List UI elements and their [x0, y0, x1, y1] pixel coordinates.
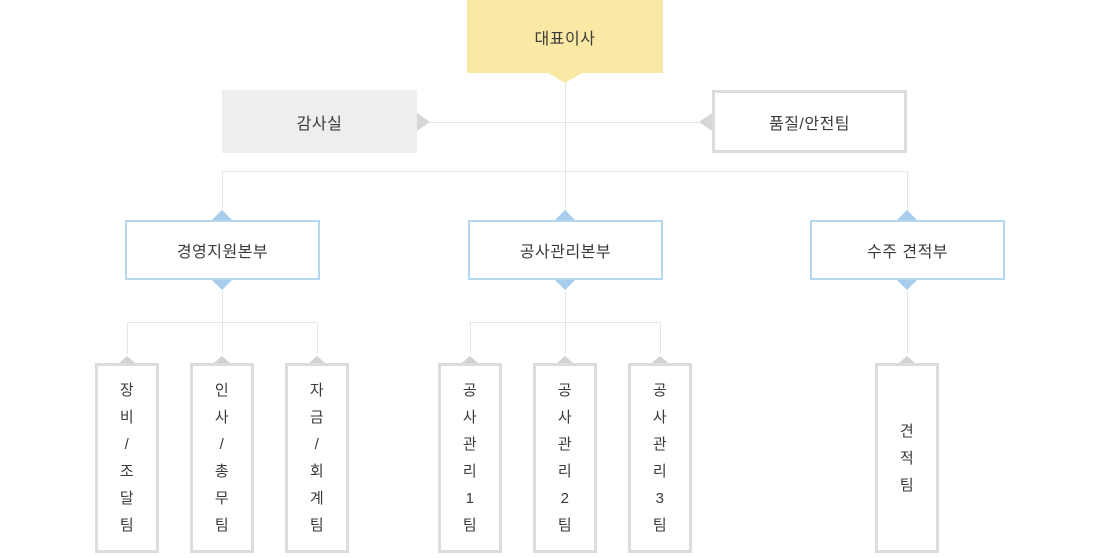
node-team-construction-management-1: 공 사 관 리 1 팀 — [438, 363, 502, 553]
node-ceo: 대표이사 — [467, 0, 663, 73]
node-quality-safety-team-label: 품질/안전팀 — [768, 115, 851, 133]
arrow-up-icon — [462, 356, 478, 363]
node-team-construction-management-2: 공 사 관 리 2 팀 — [533, 363, 597, 553]
node-quality-safety-team: 품질/안전팀 — [712, 90, 907, 153]
connector-line-staff-horizontal — [430, 122, 699, 123]
node-team-finance-accounting-label: 자 금 / 회 계 팀 — [309, 382, 325, 534]
connector-line-drop-team-2-1 — [470, 323, 471, 354]
node-division-order-estimate-label: 수주 견적부 — [866, 244, 949, 261]
node-ceo-label: 대표이사 — [534, 30, 596, 48]
arrow-up-icon — [555, 210, 575, 220]
connector-line-drop-division-2 — [565, 172, 566, 210]
arrow-left-icon — [699, 113, 712, 131]
node-team-equipment-procurement-label: 장 비 / 조 달 팀 — [119, 382, 135, 534]
connector-line-below-division-3 — [907, 291, 908, 354]
connector-line-below-division-2 — [565, 291, 566, 322]
connector-line-below-division-1 — [222, 291, 223, 322]
connector-line-drop-team-2-2 — [565, 323, 566, 354]
node-team-finance-accounting: 자 금 / 회 계 팀 — [285, 363, 349, 553]
node-team-equipment-procurement: 장 비 / 조 달 팀 — [95, 363, 159, 553]
arrow-down-icon — [555, 280, 575, 290]
node-division-order-estimate: 수주 견적부 — [810, 220, 1005, 280]
arrow-up-icon — [212, 210, 232, 220]
node-division-construction-management-label: 공사관리본부 — [519, 244, 612, 261]
node-team-estimate: 견 적 팀 — [875, 363, 939, 553]
connector-line-drop-team-1-2 — [222, 323, 223, 354]
connector-line-drop-team-1-1 — [127, 323, 128, 354]
arrow-down-icon — [548, 73, 582, 83]
arrow-up-icon — [309, 356, 325, 363]
node-team-hr-general-affairs: 인 사 / 총 무 팀 — [190, 363, 254, 553]
connector-line-distribution-div1 — [127, 322, 318, 323]
connector-line-distribution-div2 — [470, 322, 661, 323]
node-audit-office-label: 감사실 — [296, 115, 343, 133]
node-team-construction-management-3-label: 공 사 관 리 3 팀 — [652, 382, 668, 534]
connector-line-ceo-vertical — [565, 82, 566, 171]
node-team-construction-management-3: 공 사 관 리 3 팀 — [628, 363, 692, 553]
node-audit-office: 감사실 — [222, 90, 417, 153]
arrow-up-icon — [899, 356, 915, 363]
node-team-hr-general-affairs-label: 인 사 / 총 무 팀 — [214, 382, 230, 534]
arrow-up-icon — [214, 356, 230, 363]
arrow-up-icon — [119, 356, 135, 363]
node-division-construction-management: 공사관리본부 — [468, 220, 663, 280]
connector-line-drop-team-1-3 — [317, 323, 318, 354]
node-division-management-support: 경영지원본부 — [125, 220, 320, 280]
node-team-estimate-label: 견 적 팀 — [899, 422, 915, 494]
arrow-up-icon — [652, 356, 668, 363]
arrow-up-icon — [897, 210, 917, 220]
node-team-construction-management-2-label: 공 사 관 리 2 팀 — [557, 382, 573, 534]
arrow-right-icon — [417, 113, 430, 131]
connector-line-drop-division-3 — [907, 172, 908, 210]
node-team-construction-management-1-label: 공 사 관 리 1 팀 — [462, 382, 478, 534]
arrow-down-icon — [897, 280, 917, 290]
connector-line-drop-division-1 — [222, 172, 223, 210]
node-division-management-support-label: 경영지원본부 — [176, 244, 269, 261]
connector-line-distribution-top — [222, 171, 908, 172]
connector-line-drop-team-2-3 — [660, 323, 661, 354]
arrow-down-icon — [212, 280, 232, 290]
arrow-up-icon — [557, 356, 573, 363]
